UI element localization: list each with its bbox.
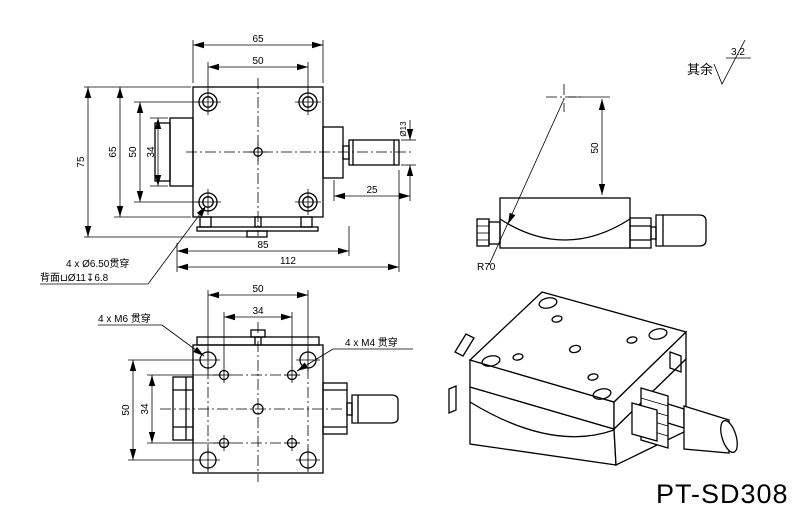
bottom-view-dimensions: 50 34 50 34 [121,284,309,461]
side-view: 50 R70 [476,84,707,273]
finish-prefix: 其余 [687,62,713,77]
bottom-view-geometry [160,322,399,482]
clamp-plate [631,402,658,442]
dim-text: 34 [146,146,157,158]
m6-note: 4 x M6 贯穿 [98,312,205,357]
knob-neck [346,402,353,416]
dim-text: 34 [140,403,151,415]
dim-text: 75 [76,156,87,168]
knob-neck [342,145,350,160]
m4-hole [551,315,563,323]
front-view: 65 50 75 65 50 34 25 [40,34,416,285]
left-flange-cap [154,122,171,182]
m6-hole [481,355,501,367]
roughness-value: 3.2 [731,47,745,58]
counterbore-hole [295,189,321,215]
isometric-view [448,291,738,467]
knob-assembly [631,387,738,454]
dim-text: 50 [121,404,132,416]
knob-cylinder [683,405,730,454]
clamp-block [322,126,344,179]
dim-text: 34 [252,306,264,317]
dim-text: 65 [252,34,264,45]
goniometer-arc [469,401,615,438]
knob-neck [650,226,657,240]
left-knob-cap [476,218,490,247]
center-hole [568,344,582,354]
dim-text: 65 [108,146,119,158]
counterbore-hole [295,89,321,115]
left-side-tab [454,333,475,357]
roughness-symbol [713,39,746,85]
dim-text: Ø13 [399,121,408,137]
leader-line [296,348,334,372]
side-notch [669,351,682,373]
m4-note: 4 x M4 贯穿 [296,336,413,372]
foot-left [199,216,212,228]
radius-label: R70 [477,262,496,273]
dim-text: 112 [280,256,296,267]
clamp-block [629,217,652,249]
bottom-view: 50 34 50 34 4 x M6 贯穿 4 x M4 贯穿 [98,284,413,482]
dim-text: 50 [590,142,601,154]
adjustment-knob [655,214,707,247]
m4-hole [512,353,524,361]
left-side-pin [448,385,457,414]
knurl-line [640,397,669,407]
front-view-dimensions: 65 50 75 65 50 34 25 [76,34,416,272]
left-knob-stem [488,221,501,245]
hole-note-line1: 4 x Ø6.50贯穿 [66,257,129,270]
front-hole-note: 4 x Ø6.50贯穿 背面⊔Ø11↧6.8 [40,205,207,285]
dim-text: 50 [252,56,264,67]
adjustment-knob [351,394,399,424]
dim-text: 25 [366,185,378,196]
dim-text: 85 [257,240,269,251]
foot-right [300,216,313,228]
base-tab [246,230,268,238]
left-flange [172,376,194,441]
m6-hole [648,328,668,340]
arrowhead [508,212,516,224]
adjustment-knob [348,139,400,166]
m4-hole [626,336,638,344]
hole-note-line2: 背面⊔Ø11↧6.8 [40,271,109,284]
m4-hole [587,373,599,381]
knob-shaft [667,403,685,429]
leader-line [161,324,205,357]
m6-hole [592,388,612,400]
radius-leader-line [488,98,565,266]
m6-note-text: 4 x M6 贯穿 [98,312,151,325]
leader-line [147,205,207,285]
goniometer-arc [499,218,631,241]
dim-text: 50 [128,146,139,158]
part-number: PT-SD308 [656,479,789,509]
plate-top-face [468,291,688,403]
dim-text: 50 [252,284,264,295]
m4-note-text: 4 x M4 贯穿 [345,336,398,349]
knob-end-cap [720,419,738,454]
surface-finish-note: 其余 3.2 [687,39,751,85]
m6-hole [538,297,558,309]
